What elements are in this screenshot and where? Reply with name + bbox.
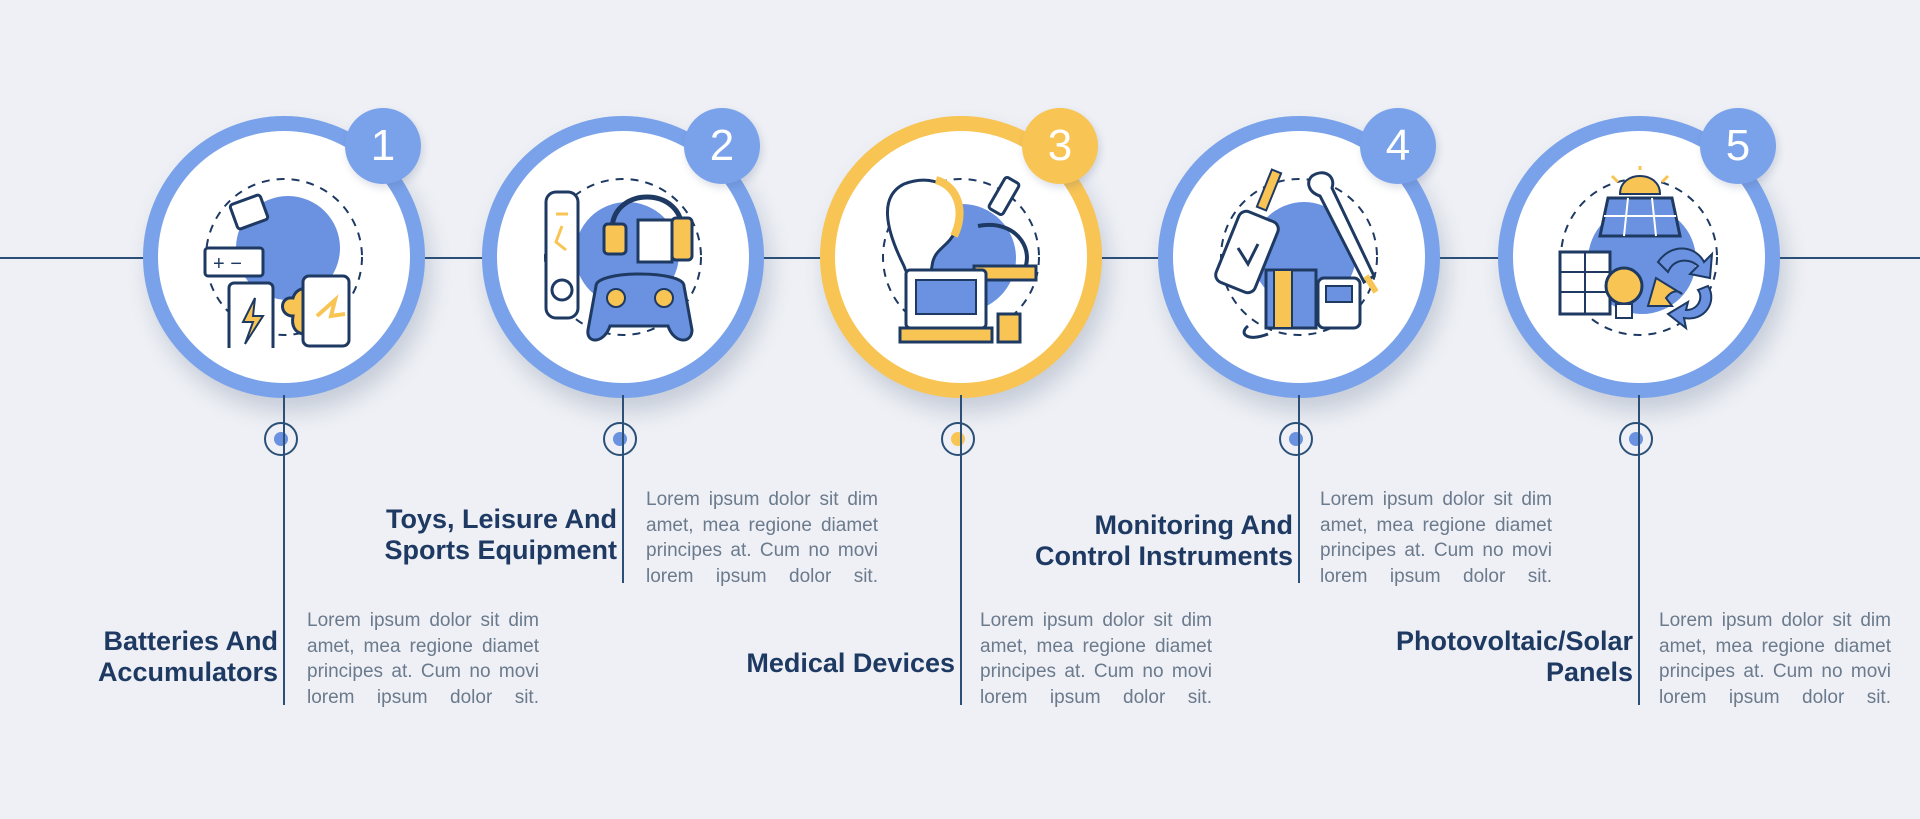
step-3: 3 Medical Devices Lorem ipsum dolor sit …	[746, 0, 1212, 819]
step-5: 5 Photovoltaic/Solar Panels Lorem ipsum …	[1396, 0, 1891, 819]
step-description: Lorem ipsum dolor sit dim amet, mea regi…	[1320, 489, 1552, 587]
step-2: 2 Toys, Leisure And Sports Equipment Lor…	[384, 0, 878, 819]
step-number-badge: 3	[1022, 108, 1098, 184]
step-description: Lorem ipsum dolor sit dim amet, mea regi…	[980, 610, 1212, 708]
timeline-node	[264, 422, 298, 456]
battery-power-icon: + −	[193, 166, 375, 359]
step-number-badge: 1	[345, 108, 421, 184]
step-1: + − 1 Batteries And Accumulators Lorem i…	[98, 0, 539, 819]
connector-line	[1638, 395, 1640, 705]
timeline-node	[1279, 422, 1313, 456]
connector-line	[283, 395, 285, 705]
gamepad-headphones-icon	[532, 166, 714, 348]
step-title: Toys, Leisure And Sports Equipment	[384, 504, 617, 565]
step-title: Monitoring And Control Instruments	[1034, 510, 1293, 571]
connector-line	[960, 395, 962, 705]
step-title: Medical Devices	[746, 648, 955, 678]
connector-line	[622, 395, 624, 583]
step-title: Batteries And Accumulators	[97, 626, 278, 687]
step-title: Photovoltaic/Solar Panels	[1395, 626, 1633, 687]
thermometer-monitor-icon	[1208, 166, 1390, 348]
step-description: Lorem ipsum dolor sit dim amet, mea regi…	[646, 489, 878, 587]
svg-text:+ −: + −	[213, 253, 242, 275]
solar-panel-icon	[1548, 162, 1730, 348]
timeline-node	[1619, 422, 1653, 456]
connector-line	[1298, 395, 1300, 583]
step-description: Lorem ipsum dolor sit dim amet, mea regi…	[307, 610, 539, 708]
step-description: Lorem ipsum dolor sit dim amet, mea regi…	[1659, 610, 1891, 708]
medical-ear-microscope-icon	[870, 166, 1052, 348]
step-4: 4 Monitoring And Control Instruments Lor…	[1035, 0, 1552, 819]
step-number-badge: 2	[684, 108, 760, 184]
step-number-badge: 4	[1360, 108, 1436, 184]
timeline-node	[603, 422, 637, 456]
timeline-node	[941, 422, 975, 456]
step-number-badge: 5	[1700, 108, 1776, 184]
